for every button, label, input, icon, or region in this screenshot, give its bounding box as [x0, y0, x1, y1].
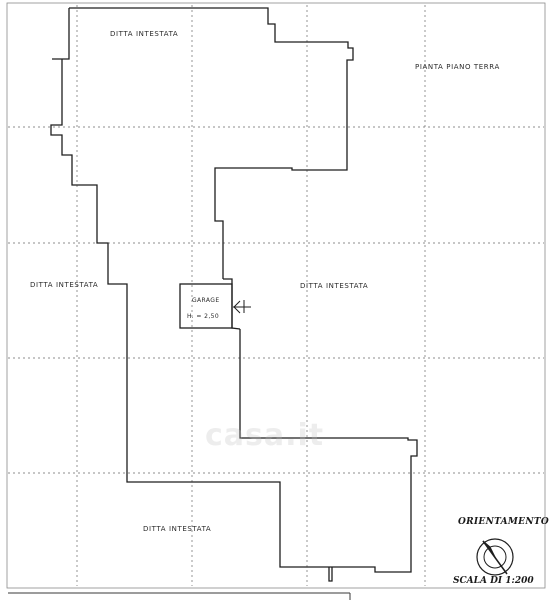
plan-title: PIANTA PIANO TERRA: [415, 63, 500, 71]
garage-entrance-arrow: [233, 300, 251, 314]
building-outline: [50, 7, 418, 582]
room-label-top: DITTA INTESTATA: [110, 30, 179, 38]
orientation-title: ORIENTAMENTO: [458, 517, 549, 527]
room-label-center-right: DITTA INTESTATA: [300, 282, 369, 290]
scale-label: SCALA DI 1:200: [453, 576, 534, 586]
garage-height: H. = 2,50: [187, 313, 220, 320]
title-block: [8, 592, 351, 600]
garage-name: GARAGE: [192, 297, 220, 304]
room-label-left: DITTA INTESTATA: [30, 281, 99, 289]
orientation-compass: [476, 538, 514, 576]
survey-grid: [8, 5, 544, 586]
watermark: casa.it: [205, 418, 325, 453]
sheet-frame: [6, 2, 546, 589]
room-label-bottom: DITTA INTESTATA: [143, 525, 212, 533]
